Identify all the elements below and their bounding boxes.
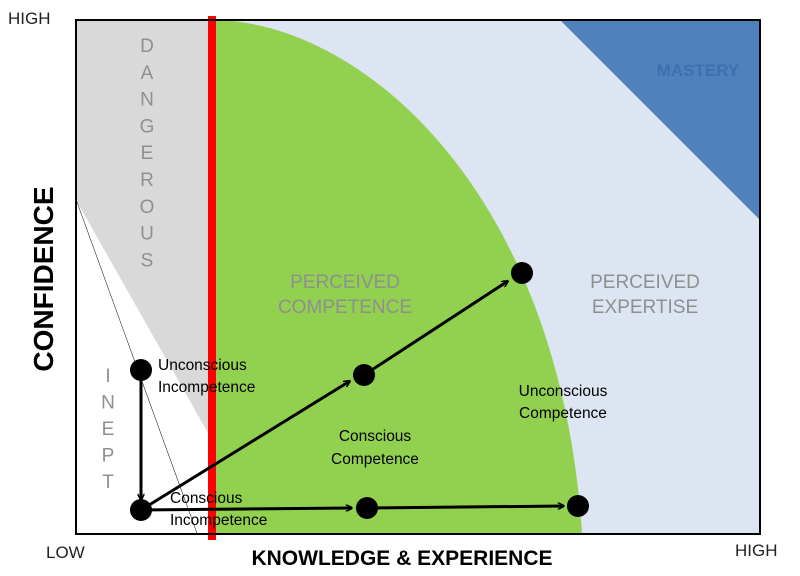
dangerous-letter: A xyxy=(141,63,154,84)
inept-letter: E xyxy=(102,419,115,440)
conscious-competence-label-line2: Competence xyxy=(331,451,419,468)
dangerous-letter: R xyxy=(140,170,154,191)
dangerous-letter: G xyxy=(140,116,155,137)
unconscious-incompetence-label-line2: Incompetence xyxy=(158,379,255,396)
unconscious-competence-label-line1: Unconscious xyxy=(519,383,608,400)
dangerous-letter: S xyxy=(141,250,154,271)
mastery-label: MASTERY xyxy=(657,61,740,80)
perceived-competence-label-line1: PERCEIVED xyxy=(290,272,400,293)
unconscious-incompetence-label-line1: Unconscious xyxy=(158,357,247,374)
dangerous-letter: O xyxy=(140,197,155,218)
conscious-incompetence-label-line2: Incompetence xyxy=(170,512,267,529)
unconscious-competence-label-line2: Competence xyxy=(519,405,607,422)
arrow-competence-to-unconscious-competence xyxy=(363,281,508,377)
y-axis-title: CONFIDENCE xyxy=(28,186,59,371)
mastery-zone xyxy=(560,20,760,220)
node-unconscious-competence xyxy=(511,262,533,284)
node-conscious-incompetence xyxy=(130,499,152,521)
dangerous-letter: D xyxy=(140,36,154,57)
dangerous-letter: U xyxy=(140,224,154,245)
x-axis-low-label: LOW xyxy=(46,543,85,562)
perceived-competence-label-line2: COMPETENCE xyxy=(278,297,412,318)
node-unconscious-incompetence xyxy=(130,359,152,381)
y-axis-high-label: HIGH xyxy=(8,9,51,28)
inept-letter: P xyxy=(102,446,115,467)
arrow-conscious-incompetence-to-competence xyxy=(140,379,350,512)
dangerous-letter: E xyxy=(141,143,154,164)
inept-letter: N xyxy=(101,393,115,414)
dangerous-letter: N xyxy=(140,90,154,111)
node-conscious-competence xyxy=(353,364,375,386)
perceived-expertise-label-line1: PERCEIVED xyxy=(590,272,700,293)
plot-frame xyxy=(75,19,761,535)
conscious-incompetence-label-line1: Conscious xyxy=(170,490,243,507)
x-axis-title: KNOWLEDGE & EXPERIENCE xyxy=(251,547,552,570)
node-bottom-middle xyxy=(356,497,378,519)
x-axis-high-label: HIGH xyxy=(735,541,778,560)
conscious-competence-label-line1: Conscious xyxy=(339,428,412,445)
node-bottom-right xyxy=(567,495,589,517)
inept-letter: I xyxy=(105,366,110,387)
competence-boundary-line xyxy=(208,16,216,540)
perceived-competence-zone xyxy=(212,20,582,534)
inept-letter: T xyxy=(102,472,114,493)
arrow-bottom-path-2 xyxy=(366,506,564,508)
perceived-expertise-label-line2: EXPERTISE xyxy=(592,297,698,318)
arrow-bottom-path-1 xyxy=(140,508,352,510)
